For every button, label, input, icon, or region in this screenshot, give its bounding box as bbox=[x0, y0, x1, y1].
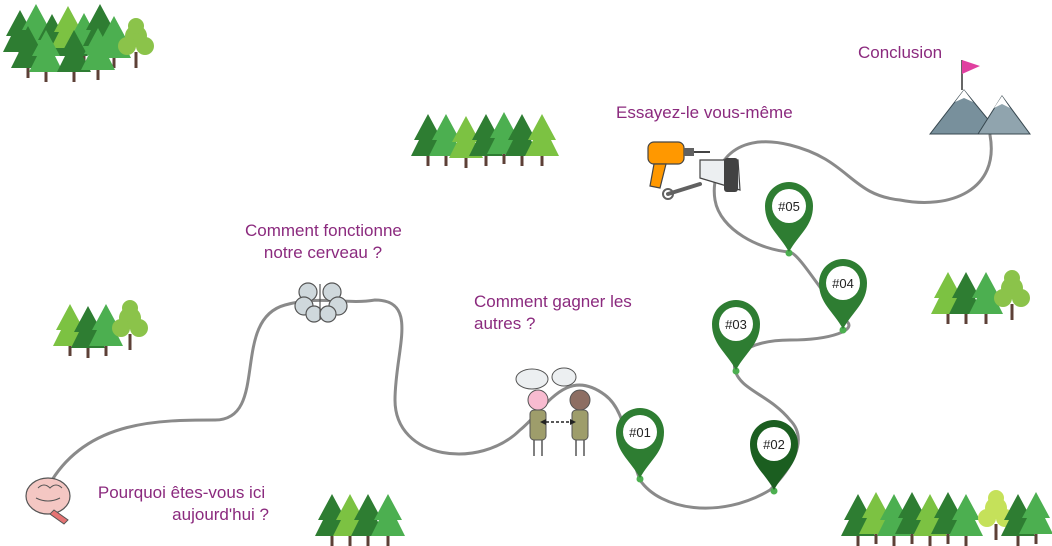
two-people-talking-icon bbox=[515, 367, 591, 456]
pin-05[interactable]: #05 bbox=[765, 182, 813, 252]
drill-saw-wrench-icon bbox=[647, 141, 741, 200]
label-intro-line-2: aujourd'hui ? bbox=[172, 505, 269, 524]
label-conclusion-line-1: Conclusion bbox=[858, 43, 943, 62]
label-intro: Pourquoi êtes-vous ici aujourd'hui ? bbox=[94, 482, 269, 526]
label-others-line-1: Comment gagner les bbox=[474, 292, 632, 311]
label-intro-line-1: Pourquoi êtes-vous ici bbox=[97, 483, 266, 502]
label-brain-line-2: notre cerveau ? bbox=[263, 243, 383, 262]
pin-01-label: #01 bbox=[629, 425, 651, 440]
label-conclusion: Conclusion bbox=[858, 42, 944, 64]
label-others: Comment gagner les autres ? bbox=[474, 291, 642, 335]
label-try: Essayez-le vous-même bbox=[616, 102, 793, 124]
pin-dot-03 bbox=[732, 367, 740, 375]
pin-03-label: #03 bbox=[725, 317, 747, 332]
label-brain: Comment fonctionne notre cerveau ? bbox=[245, 220, 402, 264]
pin-dot-02 bbox=[770, 487, 778, 495]
pin-dot-04 bbox=[839, 326, 847, 334]
label-others-line-2: autres ? bbox=[474, 314, 536, 333]
brain-icon bbox=[294, 282, 348, 323]
pin-04-label: #04 bbox=[832, 276, 854, 291]
mountain-flag-icon bbox=[928, 60, 1031, 135]
pin-04[interactable]: #04 bbox=[819, 259, 867, 329]
pin-05-label: #05 bbox=[778, 199, 800, 214]
pin-02-label: #02 bbox=[763, 437, 785, 452]
pin-03[interactable]: #03 bbox=[712, 300, 760, 370]
pointing-hand-icon bbox=[25, 477, 71, 525]
label-brain-line-1: Comment fonctionne bbox=[245, 221, 402, 240]
pin-01[interactable]: #01 bbox=[616, 408, 664, 478]
label-try-line-1: Essayez-le vous-même bbox=[616, 103, 793, 122]
pin-dot-01 bbox=[636, 475, 644, 483]
pin-02[interactable]: #02 bbox=[750, 420, 798, 490]
pin-dot-05 bbox=[785, 249, 793, 257]
